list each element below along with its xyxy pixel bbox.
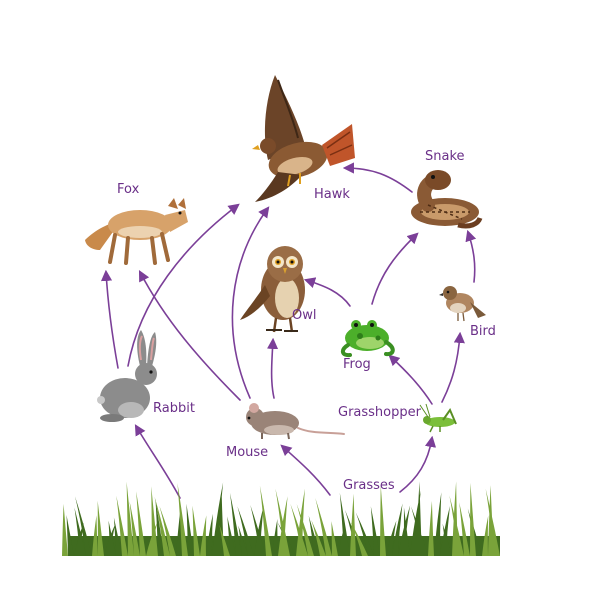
rabbit-icon <box>97 330 157 422</box>
owl-icon <box>240 246 305 333</box>
arrows <box>100 162 477 499</box>
arrow-grasses-to-rabbit <box>134 424 181 499</box>
hawk-label: Hawk <box>314 187 350 202</box>
grasshopper-icon <box>419 403 457 433</box>
snake-icon <box>411 170 483 229</box>
frog-label: Frog <box>343 357 371 372</box>
bird-label: Bird <box>470 324 496 339</box>
arrow-rabbit-to-hawk <box>127 203 240 367</box>
arrow-frog-to-owl <box>303 277 351 307</box>
fox-label: Fox <box>117 182 140 197</box>
frog-icon <box>341 320 395 358</box>
labels: Hawk Snake Fox Owl Frog Bird Rabbit Mous… <box>117 149 496 493</box>
arrow-mouse-to-fox <box>138 270 241 401</box>
arrow-bird-to-snake <box>465 229 477 283</box>
arrow-grasses-to-mouse <box>280 444 331 496</box>
grasshopper-label: Grasshopper <box>338 405 422 420</box>
arrow-grasses-to-grasshopper <box>399 435 437 493</box>
arrow-rabbit-to-fox <box>100 269 119 369</box>
mouse-icon <box>246 403 345 440</box>
arrow-mouse-to-hawk <box>231 206 270 399</box>
bird-icon <box>439 286 486 322</box>
arrow-mouse-to-owl <box>266 337 279 399</box>
grass-icon <box>62 481 500 556</box>
arrow-snake-to-hawk <box>342 162 413 193</box>
arrow-frog-to-snake <box>371 232 419 305</box>
fox-icon <box>85 198 188 265</box>
owl-label: Owl <box>292 308 316 323</box>
arrow-grasshopper-to-bird <box>441 331 465 403</box>
snake-label: Snake <box>425 149 465 164</box>
hawk-icon <box>252 75 355 202</box>
arrow-grasshopper-to-frog <box>388 354 433 405</box>
rabbit-label: Rabbit <box>153 401 195 416</box>
grasses-label: Grasses <box>343 478 395 493</box>
mouse-label: Mouse <box>226 445 268 460</box>
